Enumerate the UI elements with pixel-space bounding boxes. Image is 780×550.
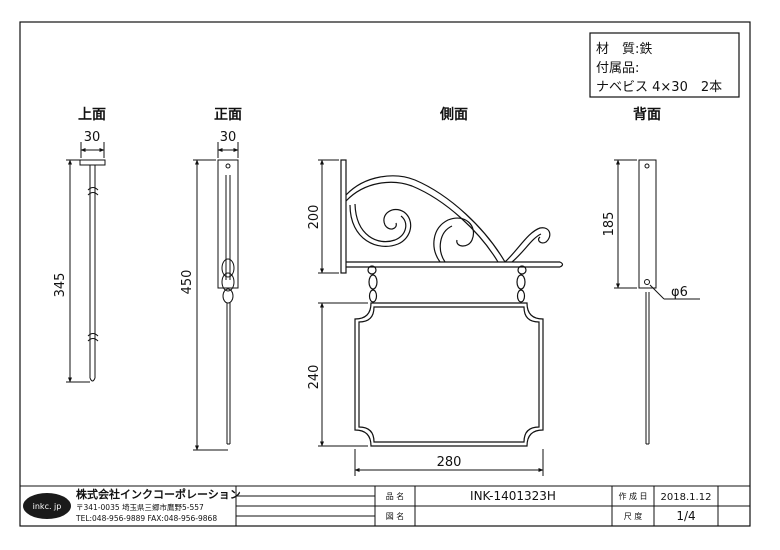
company-contact: TEL:048-956-9889 FAX:048-956-9868 [75,514,217,523]
side-view [340,159,564,447]
dim-back-hole: φ6 [671,285,688,300]
top-view [66,142,106,383]
spec-material: 材 質:鉄 [596,42,652,57]
dim-front-width: 30 [220,130,237,145]
view-title-front: 正面 [214,107,242,123]
created-value: 2018.1.12 [661,492,712,503]
dim-front-height: 450 [180,270,195,295]
front-view [193,142,239,451]
name-value: INK-1401323H [470,489,556,503]
spec-box: 材 質:鉄 付属品: ナベビス 4×30 2本 [589,32,740,98]
dim-top-height: 345 [53,273,68,298]
dim-top-width: 30 [84,130,101,145]
view-title-top: 上面 [78,107,106,123]
spec-accessories: 付属品: [596,61,639,76]
back-view [614,159,700,445]
company-address: 〒341-0035 埼玉県三郷市鷹野5-557 [76,502,204,512]
company-name: 株式会社インクコーポレーション [76,487,241,501]
dim-side-sign-width: 280 [437,455,462,470]
sign-board-inner [358,306,540,443]
side-view-dims [318,159,544,476]
dim-side-sign-height: 240 [307,365,322,390]
created-label: 作 成 日 [618,491,647,501]
dim-side-bracket-height: 200 [307,205,322,230]
company-logo [23,493,71,519]
name-label: 品 名 [386,491,405,501]
sign-board-outer [354,302,544,447]
scale-value: 1/4 [676,509,695,523]
title-block [19,485,751,527]
drawing-label: 図 名 [386,511,405,521]
scale-label: 尺 度 [624,511,643,521]
dim-back-height: 185 [602,212,617,237]
company-logo-text: inkc. jp [33,502,62,511]
spec-screws: ナベビス 4×30 2本 [596,80,722,95]
view-title-back: 背面 [633,106,661,123]
view-title-side: 側面 [439,106,468,123]
